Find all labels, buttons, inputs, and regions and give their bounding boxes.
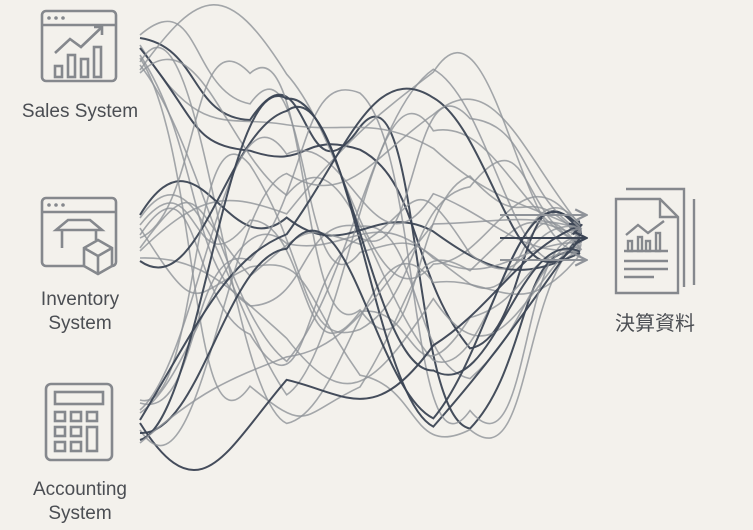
source-accounting-system: Accounting System (0, 478, 160, 526)
source-inventory-system: Inventory System (0, 288, 160, 336)
flow-line (139, 235, 581, 385)
flow-line (139, 112, 581, 396)
flow-line (139, 106, 581, 428)
calculator-icon (44, 382, 114, 462)
target-label: 決算資料 (615, 311, 695, 335)
flow-line (139, 211, 581, 435)
flow-line (139, 37, 581, 430)
flow-line (139, 218, 580, 444)
target-financial-statements: 決算資料 (590, 311, 720, 335)
flow-line (139, 227, 581, 439)
flow-line (139, 47, 580, 350)
flow-line (139, 226, 580, 472)
flow-line (139, 89, 580, 425)
source-label: System (48, 503, 112, 524)
financial-report-document-icon (614, 187, 696, 295)
flow-line (139, 98, 581, 447)
source-label: Sales System (21, 101, 139, 122)
source-label: System (48, 313, 112, 334)
inventory-box-window-icon (40, 196, 118, 276)
flow-line (139, 47, 581, 425)
source-label: Inventory (40, 289, 120, 310)
flow-line (139, 95, 581, 441)
flow-line (139, 51, 581, 252)
flow-line (139, 87, 581, 421)
flow-line (139, 20, 581, 290)
flow-line (139, 202, 581, 357)
source-sales-system: Sales System (0, 100, 160, 124)
sales-chart-window-icon (40, 9, 118, 83)
source-label: Accounting (32, 479, 127, 500)
flow-line (139, 60, 581, 331)
